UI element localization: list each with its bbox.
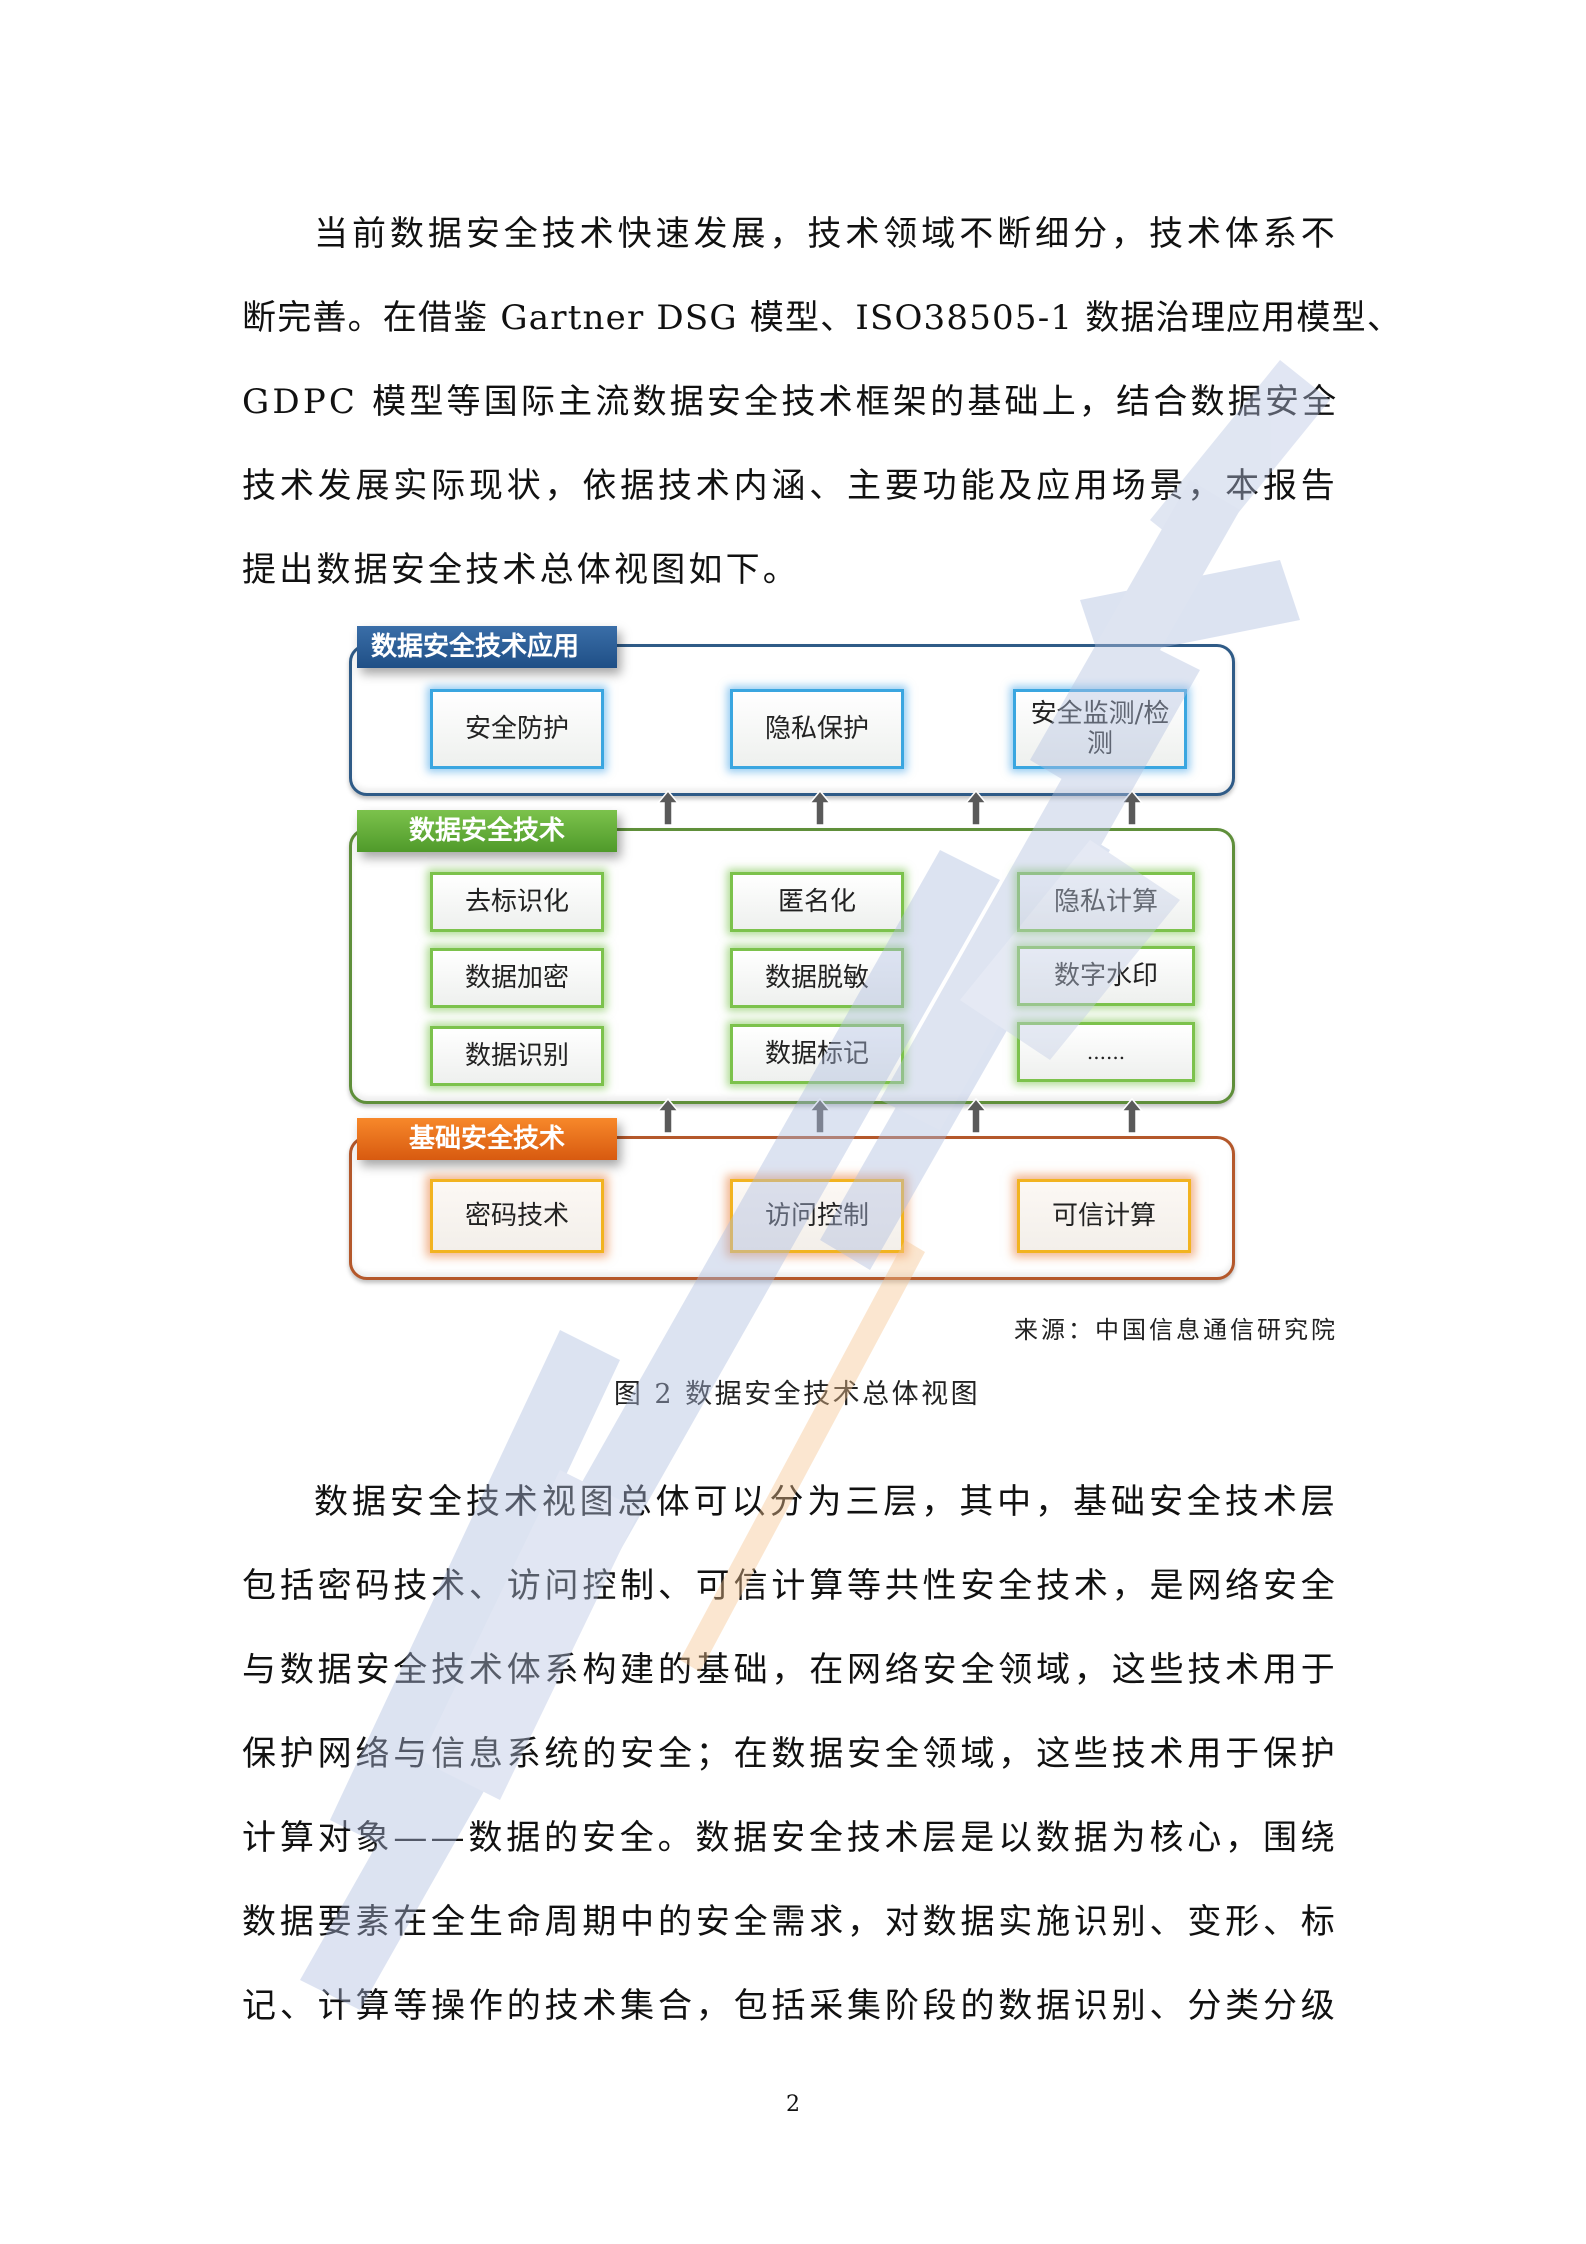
paragraph-line: 技术发展实际现状，依据技术内涵、主要功能及应用场景，本报告 [242, 466, 1338, 506]
base-box-trusted-computing: 可信计算 [1017, 1179, 1191, 1253]
up-arrow-icon [965, 790, 987, 826]
body-paragraph: 数据安全技术视图总体可以分为三层，其中，基础安全技术层 包括密码技术、访问控制、… [242, 1460, 1338, 2048]
paragraph-line: 计算对象——数据的安全。数据安全技术层是以数据为核心，围绕 [242, 1818, 1338, 1858]
foundation-layer-title: 基础安全技术 [357, 1118, 617, 1160]
data-box: 数据加密 [430, 948, 604, 1008]
app-box-privacy-protection: 隐私保护 [730, 689, 904, 769]
intro-paragraph: 当前数据安全技术快速发展，技术领域不断细分，技术体系不 断完善。在借鉴 Gart… [242, 192, 1403, 612]
paragraph-line: 数据安全技术视图总体可以分为三层，其中，基础安全技术层 [314, 1482, 1338, 1522]
page-number: 2 [786, 2092, 800, 2117]
paragraph-line: 保护网络与信息系统的安全；在数据安全领域，这些技术用于保护 [242, 1734, 1338, 1774]
paragraph-line: 数据要素在全生命周期中的安全需求，对数据实施识别、变形、标 [242, 1902, 1338, 1942]
data-box: 数据脱敏 [730, 948, 904, 1008]
paragraph-line: GDPC 模型等国际主流数据安全技术框架的基础上，结合数据安全 [242, 382, 1340, 422]
data-box: 数据识别 [430, 1026, 604, 1086]
data-security-layer-title: 数据安全技术 [357, 810, 617, 852]
application-layer-title: 数据安全技术应用 [357, 626, 617, 668]
up-arrow-icon [1121, 790, 1143, 826]
figure-source: 来源：中国信息通信研究院 [1014, 1316, 1338, 1344]
base-box-cryptography: 密码技术 [430, 1179, 604, 1253]
paragraph-line: 提出数据安全技术总体视图如下。 [242, 550, 800, 590]
app-box-security-protection: 安全防护 [430, 689, 604, 769]
up-arrow-icon [809, 1098, 831, 1134]
data-box: 隐私计算 [1017, 872, 1195, 932]
data-box: 匿名化 [730, 872, 904, 932]
up-arrow-icon [809, 790, 831, 826]
paragraph-line: 记、计算等操作的技术集合，包括采集阶段的数据识别、分类分级 [242, 1986, 1338, 2026]
data-box: 数字水印 [1017, 946, 1195, 1006]
up-arrow-icon [657, 790, 679, 826]
data-box-ellipsis: ...... [1017, 1022, 1195, 1082]
up-arrow-icon [965, 1098, 987, 1134]
paragraph-line: 包括密码技术、访问控制、可信计算等共性安全技术，是网络安全 [242, 1566, 1338, 1606]
up-arrow-icon [1121, 1098, 1143, 1134]
base-box-access-control: 访问控制 [730, 1179, 904, 1253]
up-arrow-icon [657, 1098, 679, 1134]
data-box: 去标识化 [430, 872, 604, 932]
paragraph-line: 当前数据安全技术快速发展，技术领域不断细分，技术体系不 [314, 214, 1338, 254]
data-box: 数据标记 [730, 1024, 904, 1084]
figure-caption: 图 2 数据安全技术总体视图 [613, 1379, 981, 1410]
paragraph-line: 断完善。在借鉴 Gartner DSG 模型、ISO38505-1 数据治理应用… [242, 298, 1403, 338]
paragraph-line: 与数据安全技术体系构建的基础，在网络安全领域，这些技术用于 [242, 1650, 1338, 1690]
data-security-technology-diagram: 数据安全技术应用 安全防护 隐私保护 安全监测/检测 数据安全技术 去标识化 数… [345, 626, 1237, 1281]
app-box-security-monitoring: 安全监测/检测 [1013, 689, 1187, 769]
